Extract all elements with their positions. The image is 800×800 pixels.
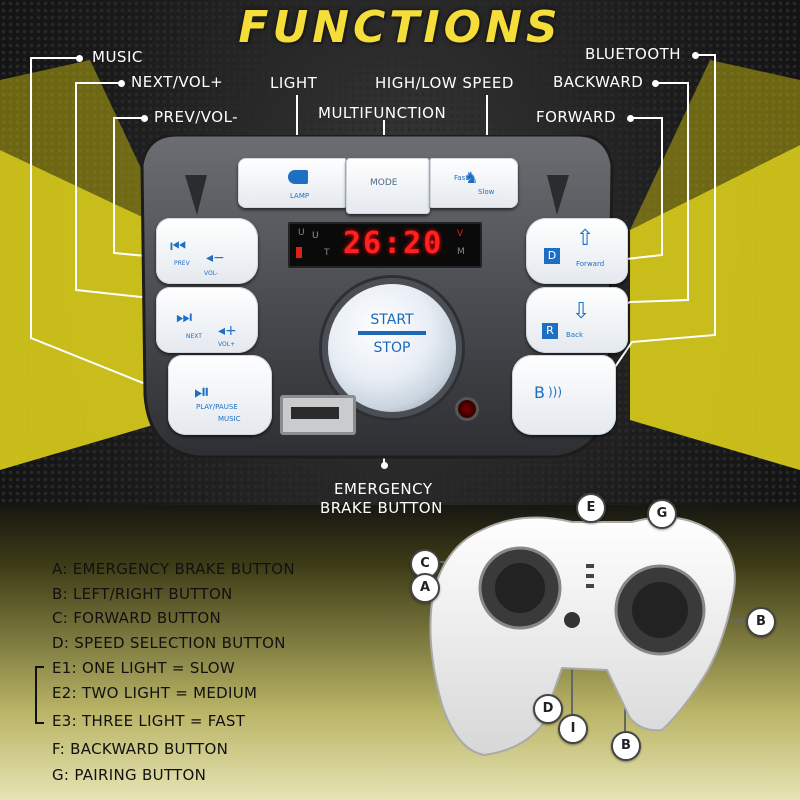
marker-i: I <box>558 714 588 744</box>
marker-d: D <box>533 694 563 724</box>
display-u: U <box>298 228 305 238</box>
label-backward: BACKWARD <box>553 73 644 91</box>
forward-button[interactable]: D ⇧ Forward <box>526 218 628 284</box>
label-brake-button: BRAKE BUTTON <box>320 499 443 517</box>
stop-label: STOP <box>373 340 411 356</box>
marker-g: G <box>647 499 677 529</box>
light-button[interactable]: LAMP <box>238 158 346 208</box>
back-label: Back <box>566 331 583 339</box>
vol-plus-label: VOL+ <box>218 341 236 348</box>
music-label: MUSIC <box>218 415 241 423</box>
display-m: M <box>457 247 465 257</box>
mode-label: MODE <box>370 178 398 188</box>
remote-controller <box>429 516 736 757</box>
vol-minus-label: VOL- <box>204 270 219 277</box>
play-pause-music-button[interactable]: ⏯ PLAY/PAUSE MUSIC <box>168 355 272 435</box>
label-next-vol: NEXT/VOL+ <box>131 73 224 91</box>
label-emergency: EMERGENCY <box>334 480 433 498</box>
forward-label: Forward <box>576 260 605 268</box>
label-multifunction: MULTIFUNCTION <box>318 104 447 122</box>
bt-label: B <box>534 383 545 402</box>
volume-down-icon: ◂− <box>206 250 225 266</box>
dot <box>692 52 699 59</box>
display-screen <box>288 222 482 268</box>
next-label: NEXT <box>186 333 202 340</box>
forward-arrow-icon: ⇧ <box>576 226 595 251</box>
volume-up-icon: ◂+ <box>218 323 237 339</box>
d-badge: D <box>544 248 560 264</box>
next-vol-button[interactable]: ⏭ NEXT ◂+ VOL+ <box>156 287 258 353</box>
legend-item: E3: THREE LIGHT = FAST <box>52 712 246 730</box>
display-v: V <box>457 229 464 239</box>
display-bar <box>296 247 302 258</box>
legend-item: F: BACKWARD BUTTON <box>52 740 229 758</box>
mode-button[interactable]: MODE <box>346 158 430 214</box>
lamp-icon <box>288 170 308 184</box>
dot <box>627 115 634 122</box>
display-u2: U <box>312 231 319 241</box>
backward-button[interactable]: R ⇩ Back <box>526 287 628 353</box>
play-pause-icon: ⏯ <box>194 379 210 403</box>
dot <box>141 115 148 122</box>
legend-item: D: SPEED SELECTION BUTTON <box>52 634 286 652</box>
label-forward: FORWARD <box>536 108 616 126</box>
legend-item: G: PAIRING BUTTON <box>52 766 207 784</box>
dot <box>118 80 125 87</box>
dot <box>652 80 659 87</box>
legend-item: C: FORWARD BUTTON <box>52 609 222 627</box>
bluetooth-waves-icon: ))) <box>548 385 563 399</box>
prev-label: PREV <box>174 260 190 267</box>
page-title: FUNCTIONS <box>238 2 562 53</box>
lamp-label: LAMP <box>290 192 310 200</box>
usb-port[interactable] <box>280 395 356 435</box>
start-stop-divider <box>358 331 426 335</box>
speed-button[interactable]: Fast Slow ♞ <box>430 158 518 208</box>
prev-icon: ⏮ <box>170 236 187 257</box>
next-icon: ⏭ <box>176 307 193 328</box>
r-badge: R <box>542 323 558 339</box>
start-stop-button[interactable]: START STOP <box>322 278 462 418</box>
fast-label: Fast <box>454 174 469 182</box>
dot <box>76 55 83 62</box>
indicator-led <box>455 397 479 421</box>
legend-item: A: EMERGENCY BRAKE BUTTON <box>52 560 295 578</box>
label-bluetooth: BLUETOOTH <box>585 45 682 63</box>
prev-vol-button[interactable]: ⏮ PREV ◂− VOL- <box>156 218 258 284</box>
marker-b-right: B <box>746 607 776 637</box>
legend-item: B: LEFT/RIGHT BUTTON <box>52 585 233 603</box>
e-bracket <box>35 666 44 724</box>
start-label: START <box>370 312 414 328</box>
bluetooth-button[interactable]: B ))) <box>512 355 616 435</box>
marker-b-bottom: B <box>611 731 641 761</box>
label-light: LIGHT <box>270 74 318 92</box>
label-prev-vol: PREV/VOL- <box>154 108 239 126</box>
display-t: T <box>324 248 330 258</box>
marker-a: A <box>410 573 440 603</box>
legend-item: E1: ONE LIGHT = SLOW <box>52 659 236 677</box>
label-high-low-speed: HIGH/LOW SPEED <box>375 74 514 92</box>
label-music: MUSIC <box>92 48 143 66</box>
legend-item: E2: TWO LIGHT = MEDIUM <box>52 684 258 702</box>
backward-arrow-icon: ⇩ <box>572 299 591 324</box>
horse-icon: ♞ <box>464 168 479 187</box>
play-pause-label: PLAY/PAUSE <box>196 403 238 411</box>
marker-e: E <box>576 493 606 523</box>
display-time: 26:20 <box>343 226 444 261</box>
slow-label: Slow <box>478 188 495 196</box>
dot <box>381 462 388 469</box>
